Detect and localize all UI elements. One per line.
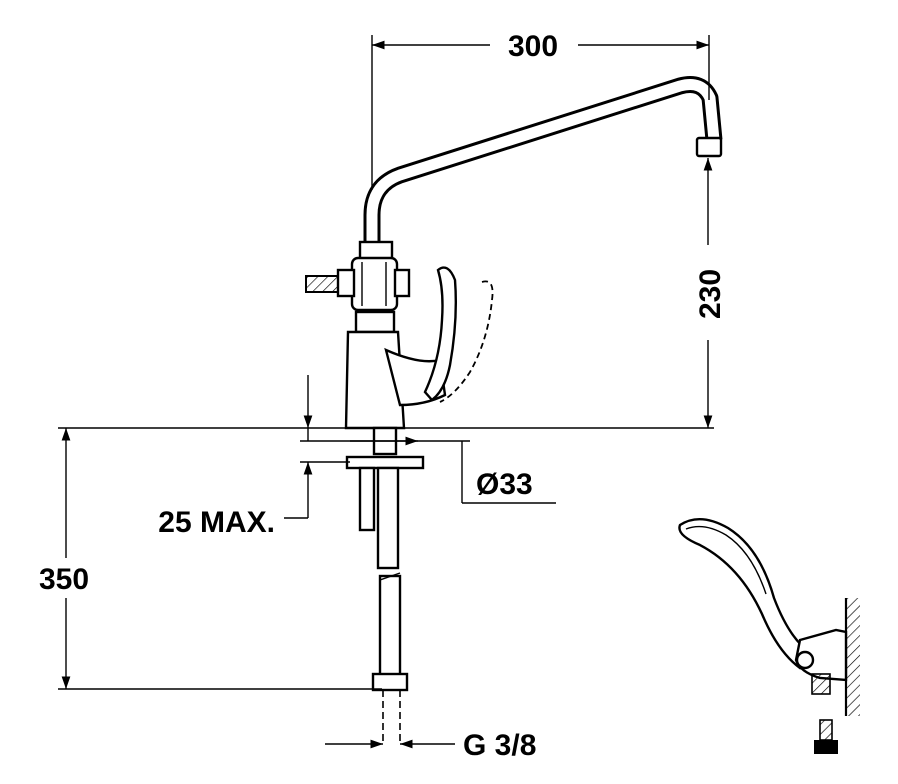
dimension-hole-diameter: Ø33 <box>350 436 556 504</box>
spout-aerator <box>695 136 723 158</box>
dimension-spout-reach: 300 <box>371 30 710 190</box>
spout <box>363 76 723 245</box>
dimension-spout-height: 230 <box>694 158 727 428</box>
tap-body <box>305 240 447 430</box>
dimension-label-350: 350 <box>39 563 89 596</box>
dimension-label-25-max: 25 MAX. <box>158 506 275 539</box>
dimension-label-300: 300 <box>508 30 558 63</box>
dimension-label-g38: G 3/8 <box>463 729 536 762</box>
dimension-label-230: 230 <box>694 269 727 319</box>
dimension-label-diameter: Ø33 <box>476 468 533 501</box>
dimension-connection-thread: G 3/8 <box>325 729 536 762</box>
hose-nut <box>371 672 409 692</box>
wall-hatching <box>846 598 860 716</box>
cold-inlet-thread <box>305 275 339 293</box>
dimension-deck-thickness: 25 MAX. <box>158 375 470 539</box>
mounting-shank <box>345 426 425 570</box>
dimension-hose-length: 350 <box>39 428 382 690</box>
lever-handle <box>423 266 494 403</box>
screw-icon <box>814 719 838 754</box>
supply-hose <box>371 572 409 745</box>
wall-handle-detail <box>678 518 860 716</box>
